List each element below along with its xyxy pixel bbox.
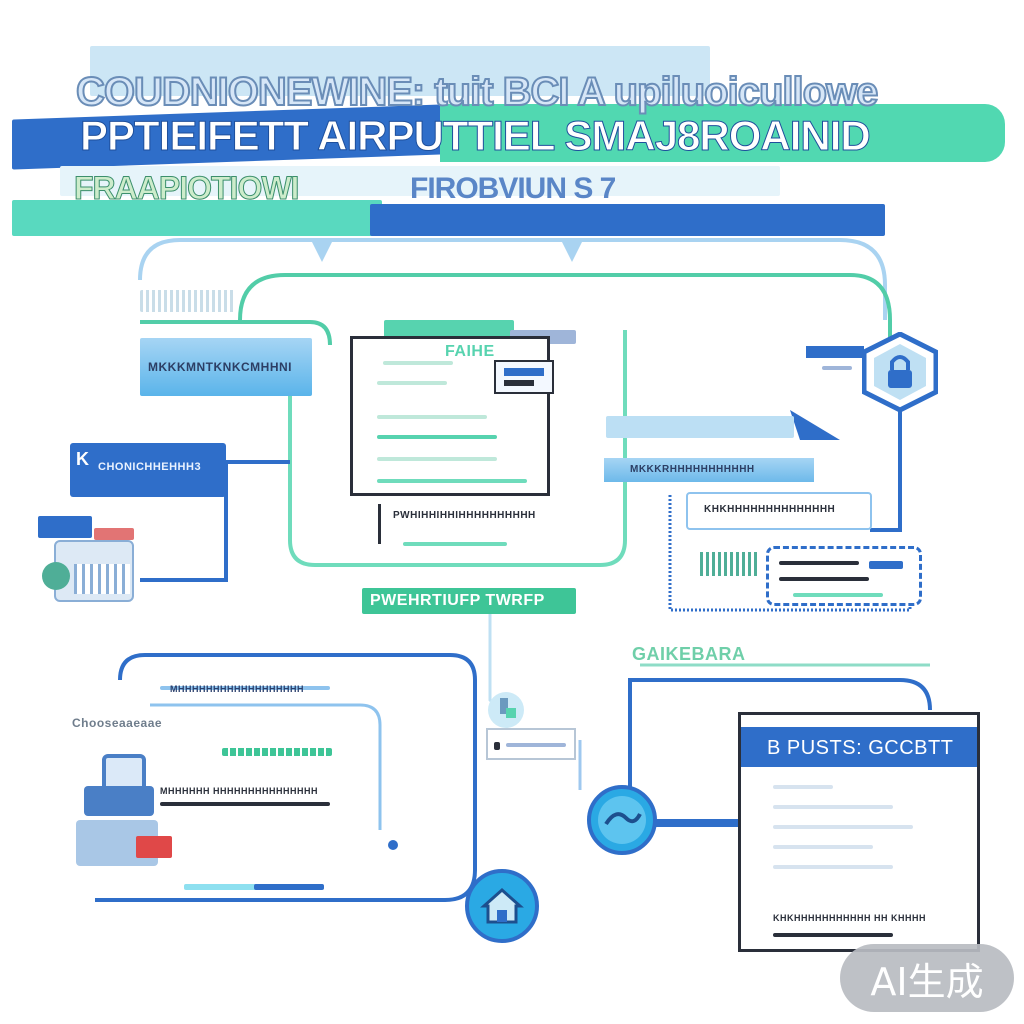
header-band-teal-right <box>440 104 1005 162</box>
center-label-text: PWEHRTIUFP TWRFP <box>370 592 545 609</box>
center-card-bar-5 <box>377 457 497 461</box>
left-badge-letter: K <box>76 449 90 469</box>
connector-bottom-right-frame <box>628 678 932 720</box>
lock-icon[interactable] <box>861 331 939 413</box>
bottom-left-row2 <box>160 802 330 806</box>
left-badge-text: CHONICHHEHHH3 <box>98 461 202 473</box>
left-badge[interactable]: K CHONICHHEHHH3 <box>70 443 226 497</box>
center-card-bar-6 <box>377 479 527 483</box>
connector-bottom-left-frame <box>95 653 477 902</box>
center-card-bar-4 <box>377 435 497 439</box>
center-card-caption: PWHIHHIHHIHHHHHHHHHH <box>393 510 536 521</box>
right-small-box[interactable] <box>806 346 864 386</box>
header-band-blue-right <box>370 204 885 236</box>
cloud-icon <box>486 688 526 732</box>
center-card-caption-bar <box>403 542 507 546</box>
arrow-down-left <box>310 238 334 262</box>
title-line-3-left: FRAAPIOTIOWI <box>73 170 299 207</box>
center-card-header: FAIHE <box>445 343 495 360</box>
ai-watermark: AI生成 <box>840 944 1014 1012</box>
bottom-left-row1: MHHHHHH HHHHHHHHHHHHHHH <box>160 786 318 796</box>
title-line-1: COUDNIONEWINE: tuit BCI A upiluoicullowe <box>75 69 879 115</box>
right-panel-header: MKKKRHHHHHHHHHHH <box>604 458 814 482</box>
bottom-left-title: MHHHHHHHHHHHHHHHHHH <box>170 684 304 694</box>
connector-teal-main <box>238 273 892 340</box>
header-band-light-strip <box>60 166 780 196</box>
arrow-right-panel <box>790 410 840 440</box>
bottom-right-card-line <box>773 933 893 937</box>
bottom-left-label: Chooseaaeaae <box>72 716 163 730</box>
center-bottom-box[interactable] <box>486 728 576 760</box>
bottom-left-progress-dark <box>254 884 324 890</box>
title-line-2: PPTIEIFETT AIRPUTTIEL SMAJ8ROAINID <box>80 112 872 160</box>
connector-bottom-left-inner <box>150 703 382 830</box>
center-card-bar-2 <box>377 381 447 385</box>
bottom-right-card: B PUSTS: GCCBTT KHKHHHHHHHHHHH HH KHHHH <box>738 712 980 952</box>
right-panel-bar-light <box>606 416 794 438</box>
header-band-top <box>90 46 710 96</box>
bottom-left-card: MHHHHHHHHHHHHHHHHHH MHHHHHH HHHHHHHHHHHH… <box>150 668 450 898</box>
connector-teal-left <box>140 320 332 346</box>
connector-right-blue <box>870 380 902 532</box>
person-icon <box>34 510 144 606</box>
title-line-3-right: FIROBVIUN S 7 <box>410 172 616 205</box>
left-panel-stripes <box>140 290 236 312</box>
right-panel-header-text: MKKKRHHHHHHHHHHH <box>630 464 755 475</box>
center-card-bar-1 <box>383 361 453 365</box>
right-panel-lower: KHKHHHHHHHHHHHHHH <box>686 492 872 530</box>
blue-dot <box>388 840 398 850</box>
connector-outer-top <box>138 238 887 320</box>
right-panel-dashed-card[interactable] <box>766 546 922 606</box>
left-panel-header: MKKKMNTKNKCMHHNI <box>140 338 312 396</box>
bottom-right-tag-text: GAIKEBARA <box>632 644 746 664</box>
bottom-left-progress-light <box>184 884 274 890</box>
center-card-caption-box: PWHIHHIHHIHHHHHHHHHH <box>378 504 557 546</box>
home-icon[interactable] <box>464 868 540 944</box>
bottom-right-card-title: B PUSTS: GCCBTT <box>767 737 954 759</box>
robot-icon <box>74 750 184 870</box>
bottom-right-tag: GAIKEBARA <box>632 644 818 666</box>
arrow-down-center <box>560 238 584 262</box>
bottom-right-card-caption: KHKHHHHHHHHHHH HH KHHHH <box>773 913 926 923</box>
center-card-widget[interactable] <box>494 360 554 394</box>
left-panel-header-text: MKKKMNTKNKCMHHNI <box>148 360 292 374</box>
bottom-left-top-bar <box>160 686 330 690</box>
connector-blue-down <box>140 462 228 582</box>
right-panel-graph <box>700 552 760 576</box>
header-band-teal-left <box>12 200 382 236</box>
center-label[interactable]: PWEHRTIUFP TWRFP <box>362 588 576 614</box>
globe-icon[interactable] <box>586 784 658 856</box>
bottom-left-teal-dashes <box>222 748 332 756</box>
right-panel-line: KHKHHHHHHHHHHHHHH <box>704 504 836 515</box>
center-card-bar-3 <box>377 415 487 419</box>
bottom-right-card-header: B PUSTS: GCCBTT <box>741 727 977 767</box>
connector-teal-loop <box>288 330 627 567</box>
